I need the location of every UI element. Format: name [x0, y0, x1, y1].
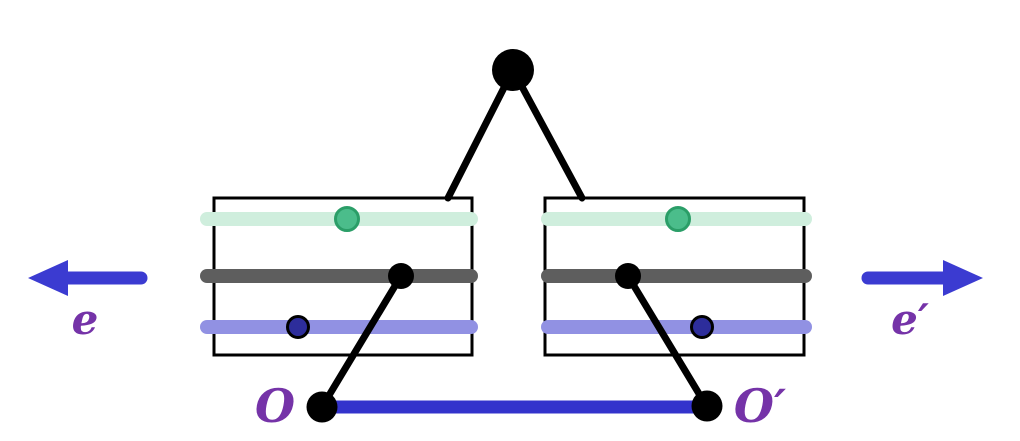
label-O: O: [255, 379, 295, 433]
O-node: [306, 391, 338, 423]
O-prime-node: [691, 390, 723, 422]
right-arrow-head-icon: [943, 260, 983, 296]
left-arrow-head-icon: [28, 260, 68, 296]
left-green-marker: [334, 206, 360, 232]
edge-apex-to-left-box: [444, 66, 517, 202]
right-green-marker: [665, 206, 691, 232]
apex-node: [492, 49, 534, 91]
right-arrow: [861, 260, 983, 296]
edge-apex-to-right-box: [509, 66, 586, 202]
label-e-prime: e′: [891, 295, 929, 344]
label-O-prime: O′: [734, 379, 786, 433]
label-e: e: [72, 295, 99, 344]
edge-right-marker-to-O-prime: [624, 272, 711, 411]
left-navy-marker: [286, 315, 310, 339]
left-black-marker: [388, 263, 414, 289]
edge-left-marker-to-O: [318, 272, 405, 411]
left-arrow: [28, 260, 148, 296]
right-navy-marker: [690, 315, 714, 339]
right-black-marker: [615, 263, 641, 289]
